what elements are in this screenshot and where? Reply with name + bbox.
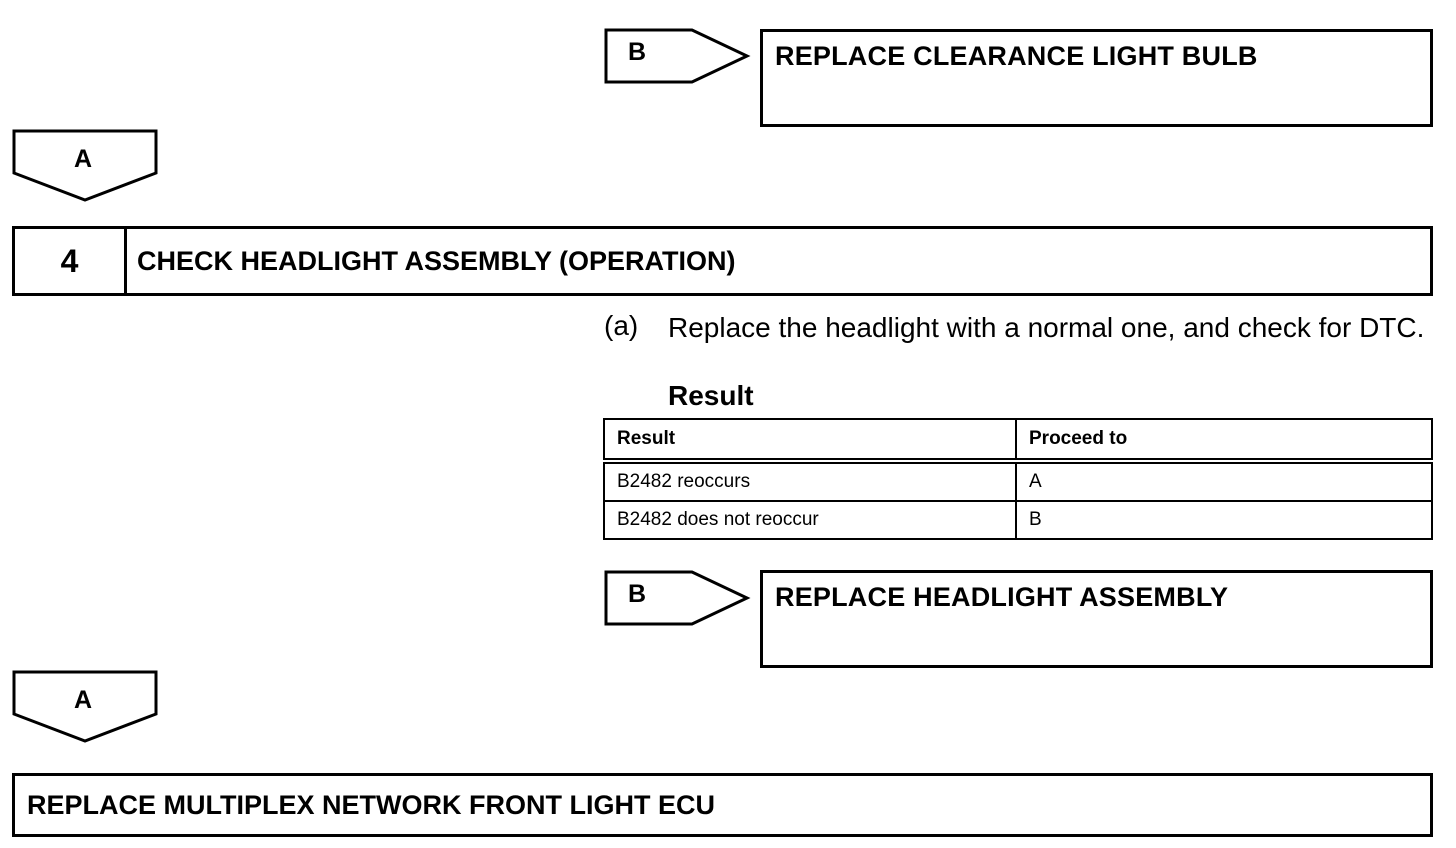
table-row: B2482 does not reoccur B (603, 500, 1433, 540)
table-cell-proceed: A (1015, 460, 1433, 502)
table-cell-result: B2482 reoccurs (603, 460, 1017, 502)
table-cell-result: B2482 does not reoccur (603, 500, 1017, 540)
down-arrow-icon (12, 129, 158, 202)
table-header-result: Result (603, 418, 1017, 464)
down-arrow-icon (12, 670, 158, 743)
branch-a-label: A (74, 145, 93, 173)
instruction-marker: (a) (604, 310, 639, 341)
branch-b-label: B (628, 580, 647, 608)
step-number: 4 (15, 229, 127, 293)
step-header: 4 CHECK HEADLIGHT ASSEMBLY (OPERATION) (12, 226, 1433, 296)
result-heading: Result (668, 380, 754, 411)
final-action-text: REPLACE MULTIPLEX NETWORK FRONT LIGHT EC… (27, 789, 715, 820)
right-arrow-icon (604, 28, 751, 84)
final-action-box: REPLACE MULTIPLEX NETWORK FRONT LIGHT EC… (12, 773, 1433, 837)
branch-b-arrow: B (604, 570, 754, 628)
branch-b-arrow: B (604, 28, 754, 86)
branch-a-arrow: A (12, 129, 160, 203)
right-arrow-icon (604, 570, 751, 626)
table-cell-proceed: B (1015, 500, 1433, 540)
branch-a-label: A (74, 686, 93, 714)
table-header-row: Result Proceed to (603, 418, 1433, 464)
branch-b-label: B (628, 38, 647, 66)
result-box-headlight-assembly: REPLACE HEADLIGHT ASSEMBLY (760, 570, 1433, 668)
result-box-clearance-light: REPLACE CLEARANCE LIGHT BULB (760, 29, 1433, 127)
result-box-text: REPLACE HEADLIGHT ASSEMBLY (775, 582, 1229, 612)
step-title: CHECK HEADLIGHT ASSEMBLY (OPERATION) (137, 245, 736, 276)
instruction-text: Replace the headlight with a normal one,… (668, 312, 1425, 343)
result-box-text: REPLACE CLEARANCE LIGHT BULB (775, 41, 1258, 71)
table-header-proceed: Proceed to (1015, 418, 1433, 464)
table-row: B2482 reoccurs A (603, 460, 1433, 502)
branch-a-arrow: A (12, 670, 160, 744)
result-table: Result Proceed to B2482 reoccurs A B2482… (603, 418, 1433, 540)
